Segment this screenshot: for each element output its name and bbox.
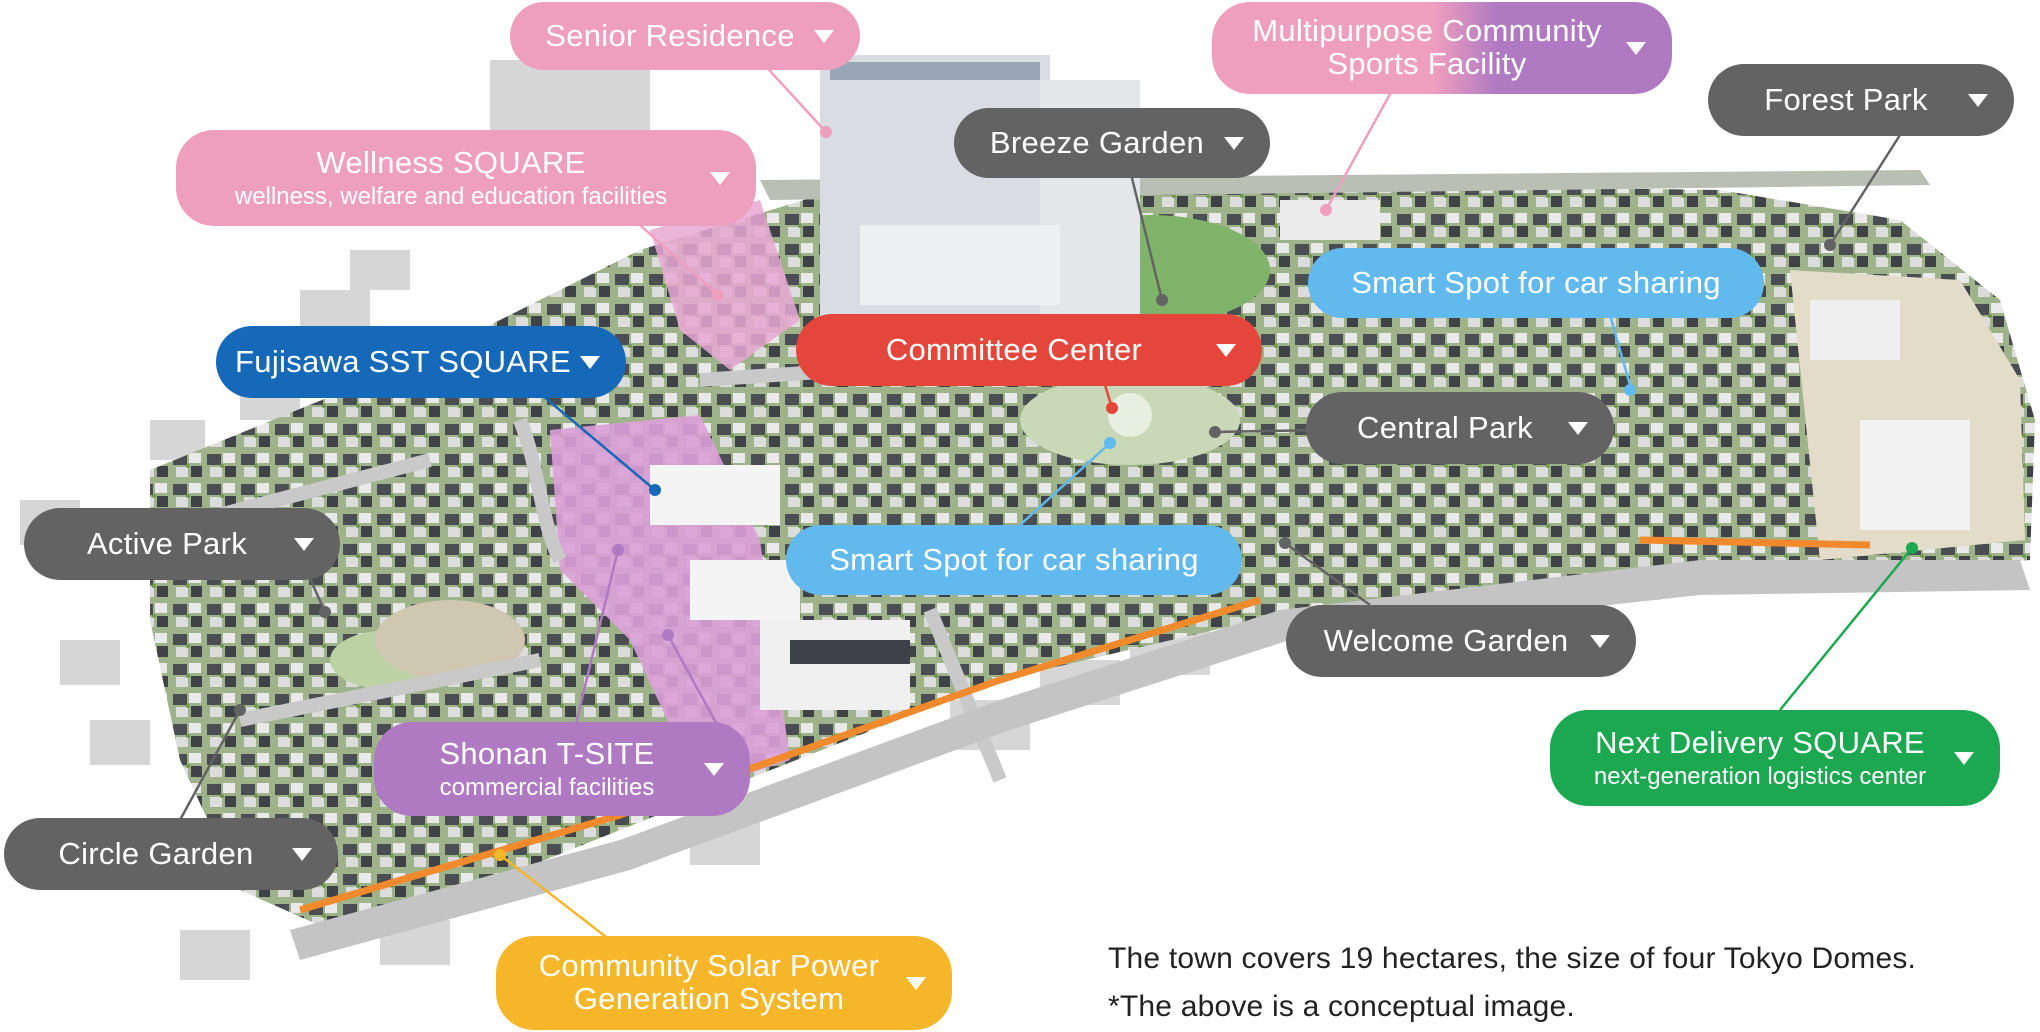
callout-next-delivery-square[interactable]: Next Delivery SQUARE next-generation log… [1550,710,2000,806]
callout-label: Senior Residence [545,17,795,53]
callout-smart-spot-car-sharing-top[interactable]: Smart Spot for car sharing [1308,248,1764,318]
triangle-down-icon [704,763,724,776]
callout-label-line2: Sports Facility [1327,46,1527,81]
callout-committee-center[interactable]: Committee Center [796,314,1262,386]
callout-label: Smart Spot for car sharing [1351,264,1721,300]
triangle-down-icon [1568,422,1588,435]
triangle-down-icon [1216,344,1236,357]
triangle-down-icon [580,356,600,369]
callout-label-line1: Shonan T-SITE [439,736,655,772]
callout-forest-park[interactable]: Forest Park [1708,64,2014,136]
callout-community-solar-power[interactable]: Community Solar Power Generation System [496,936,952,1030]
callout-label: Smart Spot for car sharing [829,541,1199,577]
callout-label: Active Park [86,525,248,561]
callout-shonan-t-site[interactable]: Shonan T-SITE commercial facilities [374,722,750,816]
callout-label: Forest Park [1764,81,1928,117]
callout-label-line1: Wellness SQUARE [316,145,586,181]
solar-panel-row [299,596,1262,914]
callout-leader-lines [178,59,1913,941]
wellness-area [650,200,800,370]
triangle-down-icon [1626,42,1646,55]
triangle-down-icon [1954,752,1974,765]
triangle-down-icon [814,30,834,43]
callout-label-line2: Generation System [573,981,845,1016]
callout-label: Circle Garden [58,835,254,871]
callout-central-park[interactable]: Central Park [1306,392,1614,464]
callout-welcome-garden[interactable]: Welcome Garden [1286,605,1636,677]
callout-smart-spot-car-sharing-middle[interactable]: Smart Spot for car sharing [786,525,1242,595]
triangle-down-icon [1968,94,1988,107]
active-park-green [375,600,525,680]
callout-active-park[interactable]: Active Park [24,508,340,580]
callout-label-line2: next-generation logistics center [1593,762,1927,790]
callout-label-line1: Next Delivery SQUARE [1595,725,1925,761]
callout-wellness-square[interactable]: Wellness SQUARE wellness, welfare and ed… [176,130,756,226]
callout-label-line1: Community Solar Power [538,948,880,984]
callout-label-line2: wellness, welfare and education faciliti… [234,182,668,210]
callout-label-line1: Multipurpose Community [1252,13,1602,49]
sst-square-building [650,465,780,525]
callout-label: Welcome Garden [1323,622,1569,658]
callout-senior-residence[interactable]: Senior Residence [510,2,860,70]
callout-breeze-garden[interactable]: Breeze Garden [954,108,1270,178]
callout-label: Breeze Garden [989,124,1205,160]
triangle-down-icon [292,848,312,861]
callout-label: Committee Center [885,331,1143,367]
triangle-down-icon [1590,635,1610,648]
triangle-down-icon [906,977,926,990]
triangle-down-icon [710,172,730,185]
callout-multipurpose-sports-facility[interactable]: Multipurpose Community Sports Facility [1212,2,1672,94]
callout-leader-dots [234,126,1918,861]
callout-label-line2: commercial facilities [439,773,655,801]
callout-label: Fujisawa SST SQUARE [235,343,571,379]
town-size-note: The town covers 19 hectares, the size of… [1108,942,1917,975]
callout-circle-garden[interactable]: Circle Garden [4,818,338,890]
callout-fujisawa-sst-square[interactable]: Fujisawa SST SQUARE [216,326,626,398]
triangle-down-icon [1224,137,1244,150]
triangle-down-icon [294,538,314,551]
conceptual-image-disclaimer: *The above is a conceptual image. [1108,990,1575,1023]
callout-label: Central Park [1357,409,1533,445]
